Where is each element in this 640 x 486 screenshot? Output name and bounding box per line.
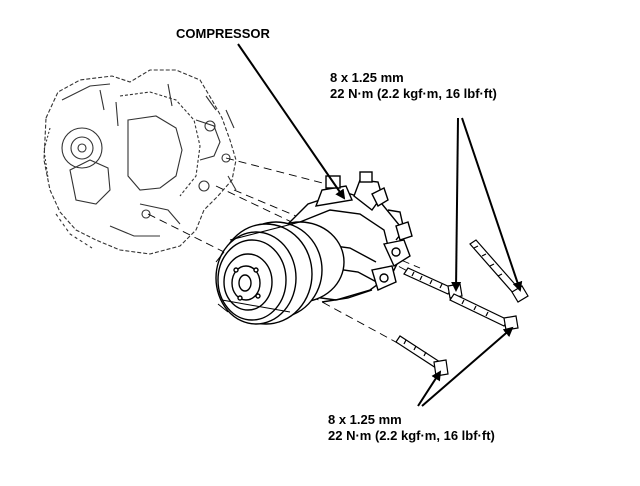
bolt-spec-label-bottom: 8 x 1.25 mm 22 N·m (2.2 kgf·m, 16 lbf·ft… — [328, 412, 495, 444]
bolt-middle-right — [449, 293, 519, 331]
compressor-leader-arrow — [237, 43, 346, 200]
top-spec-arrow-right — [461, 117, 523, 292]
bolt-upper-middle — [403, 267, 463, 299]
bottom-spec-arrow-right — [421, 326, 514, 407]
bottom-spec-arrow-left — [417, 370, 442, 407]
leader-arrows — [237, 43, 523, 407]
bolt-spec-label-top: 8 x 1.25 mm 22 N·m (2.2 kgf·m, 16 lbf·ft… — [330, 70, 497, 102]
engine-block — [43, 69, 237, 255]
torque-text: 22 N·m (2.2 kgf·m, 16 lbf·ft) — [328, 428, 495, 443]
top-spec-arrow-left — [451, 117, 462, 292]
compressor-label: COMPRESSOR — [176, 26, 270, 41]
clutch-pulley — [215, 221, 345, 325]
bolt-upper-right — [469, 239, 529, 303]
bolt-size-text: 8 x 1.25 mm — [330, 70, 404, 85]
torque-text: 22 N·m (2.2 kgf·m, 16 lbf·ft) — [330, 86, 497, 101]
bolt-lower — [395, 335, 449, 377]
bolt-size-text: 8 x 1.25 mm — [328, 412, 402, 427]
